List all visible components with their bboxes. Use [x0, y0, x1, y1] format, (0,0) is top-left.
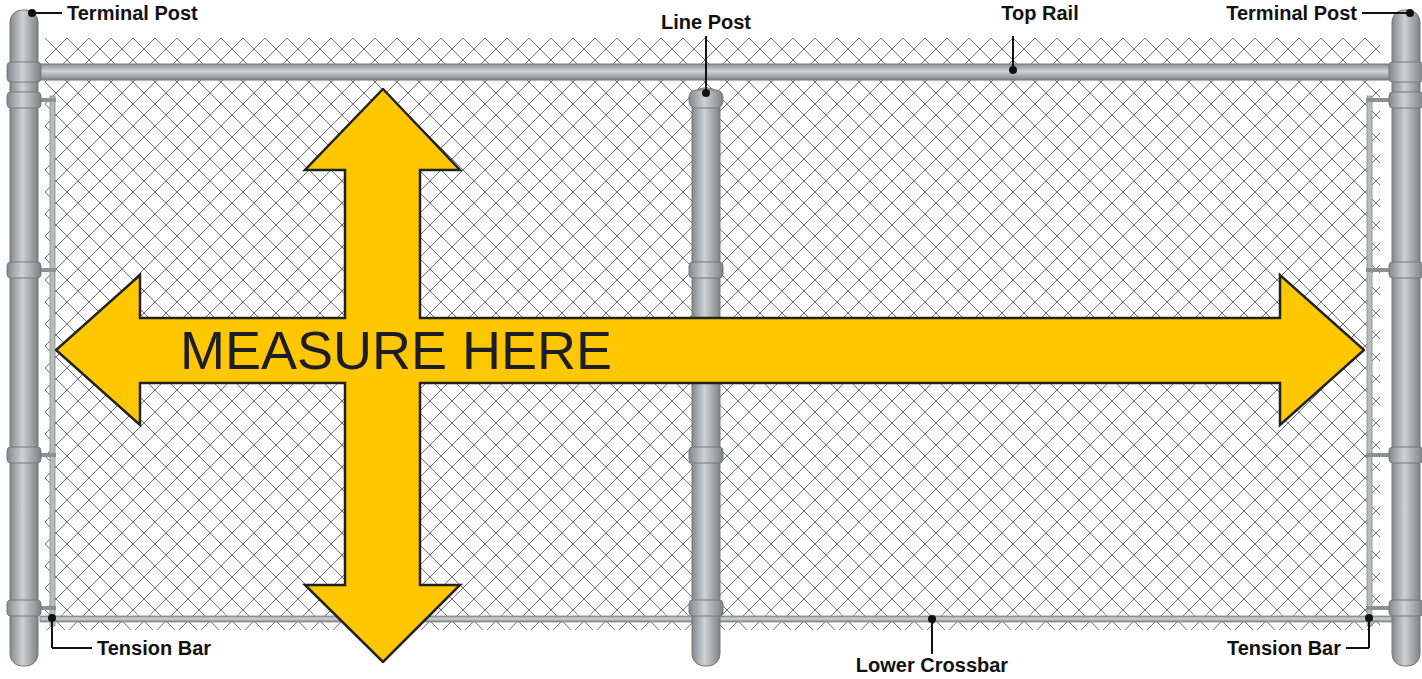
terminal-post	[1389, 10, 1422, 666]
terminal-post	[7, 10, 41, 666]
tension-bar	[50, 96, 55, 626]
part-label: Terminal Post	[64, 2, 201, 24]
part-label: Tension Bar	[94, 637, 214, 659]
part-label: Tension Bar	[1224, 637, 1344, 659]
tension-bar	[1367, 96, 1372, 626]
part-label: Line Post	[658, 11, 754, 33]
part-label: Lower Crossbar	[853, 654, 1011, 676]
part-label: Top Rail	[998, 2, 1081, 24]
top-rail	[36, 64, 1398, 80]
part-label: Terminal Post	[1223, 2, 1360, 24]
measure-arrow: MEASURE HERE	[55, 88, 1365, 663]
arrow-caption: MEASURE HERE	[180, 323, 612, 377]
